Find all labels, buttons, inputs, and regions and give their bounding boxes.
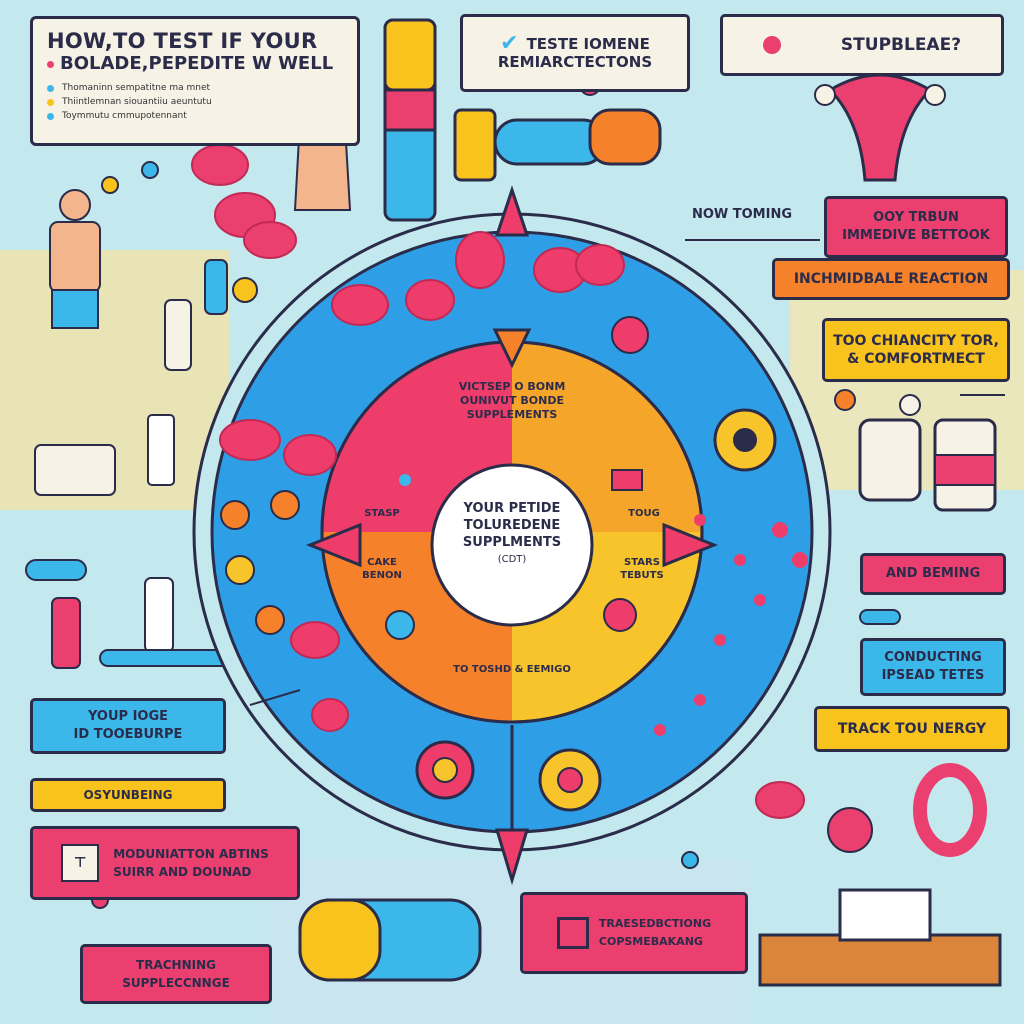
label-immediate-button: OOY TRBUN IMMEDIVE BETTOOK — [824, 196, 1008, 258]
label-reaction: INCHMIDBALE REACTION — [772, 258, 1010, 300]
alert-icon — [762, 36, 781, 54]
cell-blobs — [91, 74, 987, 909]
label-bottom-center: TRAESEDBCTIONG COPSMEBAKANG — [520, 892, 748, 974]
bullet-item: Thiintlemnan siouantiiu aeuntutu — [47, 95, 343, 109]
page-subtitle-text: BOLADE,PEPEDITE W WELL — [60, 53, 334, 74]
bullet-dot-icon — [47, 112, 54, 120]
label-and-bening: AND BEMING — [860, 553, 1006, 595]
label-comfort: TOO CHIANCITY TOR, & COMFORTMECT — [822, 318, 1010, 382]
ring-right-bottom-text: STARS TEBUTS — [620, 557, 664, 581]
label-conducting: CONDUCTING IPSEAD TETES — [860, 638, 1006, 696]
bullet-dot-icon — [47, 84, 54, 92]
ring-left-top-text: STASP — [364, 508, 400, 519]
ring-decorations — [219, 231, 808, 812]
square-icon — [556, 917, 589, 949]
title-panel: HOW,TO TEST IF YOUR BOLADE,PEPEDITE W WE… — [30, 16, 360, 146]
ring-left-bottom-text: CAKE BENON — [362, 557, 402, 581]
core-text: YOUR PETIDE TOLUREDENE SUPPLMENTS (CDT) — [462, 501, 562, 565]
connector-lines — [249, 239, 1005, 706]
page-title: HOW,TO TEST IF YOUR — [47, 29, 318, 53]
label-your-tose: YOUP IOGE ID TOOEBURPE — [30, 698, 226, 754]
top-right-label: STUPBLEAE? — [720, 14, 1004, 76]
ring-bottom-text: TO TOSHD & EEMIGO — [453, 664, 571, 675]
label-oyyunbeing: OSYUNBEING — [30, 778, 226, 812]
top-center-label: ✔ TESTE IOMENE REMIARCTECTONS — [460, 14, 690, 92]
checkmark-icon: ✔ — [500, 31, 519, 56]
tablet-icon: ⊤ — [61, 844, 100, 882]
label-tracking: TRACHNING SUPPLECCNNGE — [80, 944, 272, 1004]
title-bullets: Thomaninn sempatitne ma mnet Thiintlemna… — [47, 81, 343, 123]
label-track-energy: TRACK TOU NERGY — [814, 706, 1010, 752]
label-now-toming: NOW TOMING — [672, 198, 812, 232]
ring-top-text: VICTSEP O BONM OUNIVUT BONDE SUPPLEMENTS — [458, 380, 566, 421]
bullet-item: Thomaninn sempatitne ma mnet — [47, 81, 343, 95]
bullet-dot-icon — [47, 60, 54, 68]
ring-right-top-text: TOUG — [628, 508, 660, 519]
pill-icons — [25, 18, 1002, 987]
bullet-dot-icon — [47, 98, 54, 106]
page-subtitle: BOLADE,PEPEDITE W WELL — [47, 53, 343, 75]
bullet-item: Toymmutu cmmupotennant — [47, 109, 343, 123]
label-modulation: ⊤ MODUNIATTON ABTINS SUIRR AND DOUNAD — [30, 826, 300, 900]
